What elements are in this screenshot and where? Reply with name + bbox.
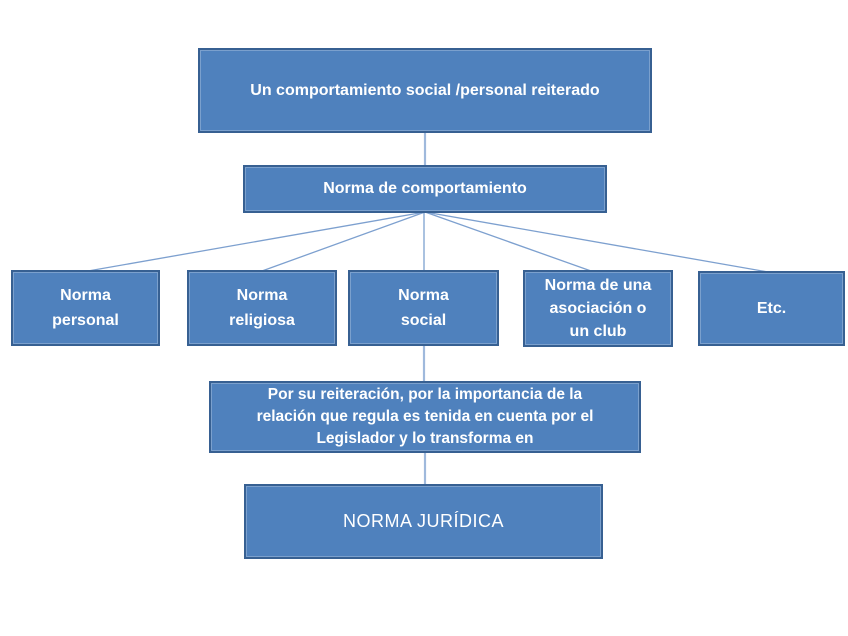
connector-level2-to-branch-4	[424, 211, 769, 273]
branch-label: Norma personal	[52, 287, 119, 329]
branch-box-norma-religiosa: Norma religiosa	[187, 270, 337, 346]
branch-box-norma-social: Norma social	[348, 270, 499, 346]
branch-label: Norma religiosa	[229, 287, 295, 329]
node-level2-box: Norma de comportamiento	[243, 165, 607, 213]
connector-level2-to-branch-0	[87, 211, 426, 272]
branch-box-norma-asociacion: Norma de una asociación o un club	[523, 270, 673, 347]
node-process-label: Por su reiteración, por la importancia d…	[256, 386, 594, 447]
node-result-box: NORMA JURÍDICA	[244, 484, 603, 559]
connector-level2-to-branch-1	[261, 211, 426, 272]
node-top-label: Un comportamiento social /personal reite…	[250, 81, 600, 99]
branch-label: Norma de una asociación o un club	[544, 277, 652, 340]
node-process-box: Por su reiteración, por la importancia d…	[209, 381, 641, 453]
node-top-box: Un comportamiento social /personal reite…	[198, 48, 652, 133]
connector-level2-to-branch-3	[424, 211, 592, 272]
node-level2-label: Norma de comportamiento	[323, 180, 527, 197]
branch-label: Etc.	[756, 299, 787, 317]
branch-label: Norma social	[398, 287, 449, 329]
branch-box-norma-personal: Norma personal	[11, 270, 160, 346]
branch-box-etc: Etc.	[698, 271, 845, 346]
node-result-label: NORMA JURÍDICA	[342, 511, 504, 531]
